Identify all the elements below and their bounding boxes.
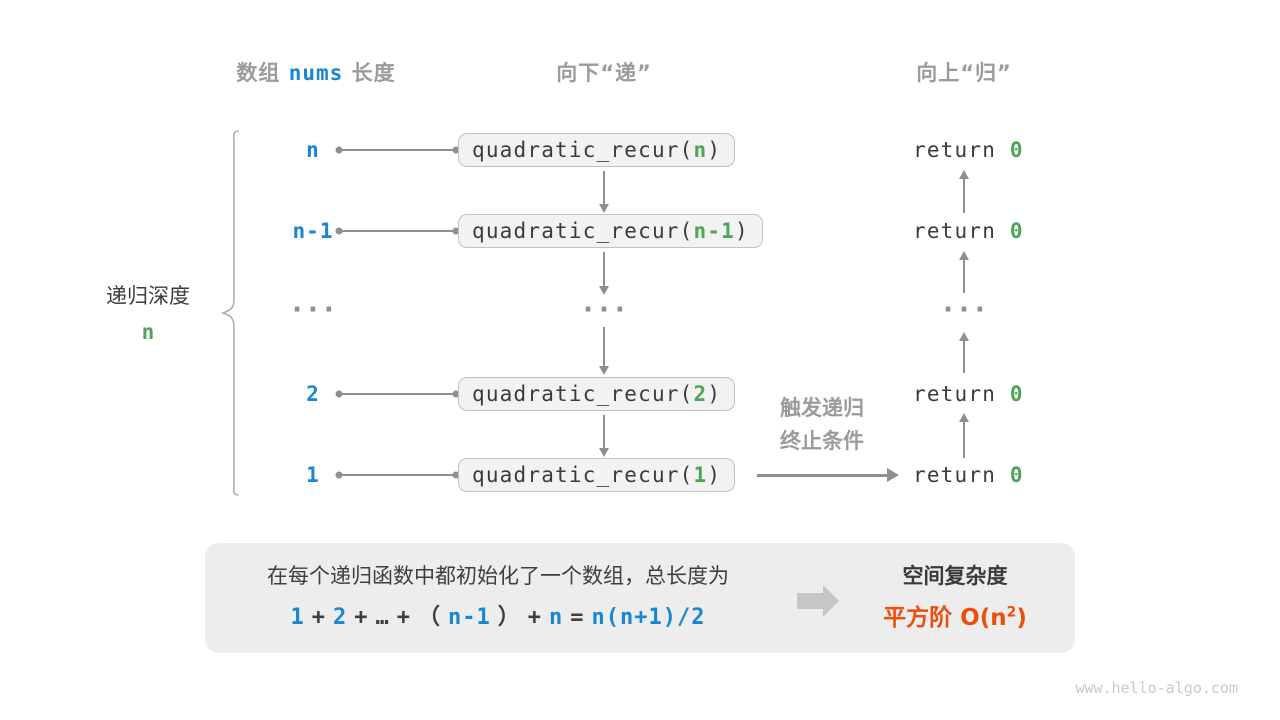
call-name: quadratic_recur( bbox=[472, 382, 694, 406]
implies-arrow-shaft bbox=[797, 593, 823, 609]
formula-token: + bbox=[527, 605, 543, 630]
return-2: return 0 bbox=[913, 382, 1024, 406]
up-arrow-icon bbox=[962, 260, 966, 293]
space-complexity-post: ) bbox=[1016, 605, 1027, 631]
space-complexity-title: 空间复杂度 bbox=[902, 564, 1008, 588]
header-array-length: 数组 nums 长度 bbox=[236, 57, 395, 87]
down-arrow-icon bbox=[602, 327, 606, 366]
return-value: 0 bbox=[1009, 382, 1024, 406]
space-complexity-exponent: 2 bbox=[1006, 604, 1017, 621]
call-close: ) bbox=[707, 463, 722, 487]
depth-1: 1 bbox=[306, 463, 320, 487]
base-case-label-line2: 终止条件 bbox=[780, 429, 864, 453]
implies-arrow-head bbox=[823, 585, 839, 617]
call-close: ) bbox=[707, 382, 722, 406]
call-box-n-1: quadratic_recur(n-1) bbox=[458, 214, 763, 248]
depth-n-1: n-1 bbox=[292, 219, 334, 243]
base-case-label: 触发递归 终止条件 bbox=[780, 392, 864, 458]
connector-line bbox=[339, 230, 456, 232]
return-n: return 0 bbox=[913, 138, 1024, 162]
connector-line bbox=[339, 393, 456, 395]
formula-token: （ bbox=[418, 605, 442, 630]
return-value: 0 bbox=[1009, 138, 1024, 162]
call-arg: 1 bbox=[693, 463, 708, 487]
call-name: quadratic_recur( bbox=[472, 219, 694, 243]
formula-token: n-1 bbox=[448, 605, 491, 630]
depth-brace bbox=[221, 130, 239, 496]
depth-n: n bbox=[306, 138, 320, 162]
watermark: www.hello-algo.com bbox=[1075, 679, 1238, 697]
formula-token: … bbox=[375, 605, 390, 630]
formula-token: ） bbox=[497, 605, 521, 630]
call-box-1: quadratic_recur(1) bbox=[458, 458, 736, 492]
call-arg: n-1 bbox=[693, 219, 736, 243]
space-complexity-pre: 平方阶 O(n bbox=[883, 605, 1007, 631]
down-arrow-icon bbox=[602, 415, 606, 448]
header-array-post: 长度 bbox=[351, 61, 396, 85]
ellipsis-depth: ··· bbox=[292, 295, 340, 325]
formula-token: 2 bbox=[333, 605, 348, 630]
formula-token: + bbox=[396, 605, 411, 630]
formula-token: = bbox=[570, 605, 585, 630]
down-arrow-icon bbox=[602, 252, 606, 286]
base-case-label-line1: 触发递归 bbox=[780, 396, 864, 420]
summary-description: 在每个递归函数中都初始化了一个数组，总长度为 bbox=[267, 564, 729, 588]
return-keyword: return bbox=[913, 463, 1010, 487]
implies-arrow-icon bbox=[797, 585, 839, 617]
header-downward-recurse: 向下“递” bbox=[556, 61, 652, 85]
up-arrow-icon bbox=[962, 179, 966, 213]
call-arg: n bbox=[693, 138, 708, 162]
call-box-n: quadratic_recur(n) bbox=[458, 133, 736, 167]
depth-2: 2 bbox=[306, 382, 320, 406]
header-upward-return: 向上“归” bbox=[916, 61, 1012, 85]
return-keyword: return bbox=[913, 219, 1010, 243]
down-arrow-icon bbox=[602, 171, 606, 204]
return-value: 0 bbox=[1009, 463, 1024, 487]
formula-token: n(n+1)/2 bbox=[591, 605, 706, 630]
recursion-depth-value: n bbox=[141, 320, 155, 344]
base-case-arrow-icon bbox=[757, 473, 887, 477]
summary-formula: 1+2+…+（n-1）+n=n(n+1)/2 bbox=[205, 599, 791, 631]
return-keyword: return bbox=[913, 138, 1010, 162]
return-1: return 0 bbox=[913, 463, 1024, 487]
header-array-pre: 数组 bbox=[236, 61, 281, 85]
return-value: 0 bbox=[1009, 219, 1024, 243]
return-n-1: return 0 bbox=[913, 219, 1024, 243]
return-keyword: return bbox=[913, 382, 1010, 406]
formula-token: n bbox=[549, 605, 564, 630]
up-arrow-icon bbox=[962, 341, 966, 373]
call-name: quadratic_recur( bbox=[472, 138, 694, 162]
call-name: quadratic_recur( bbox=[472, 463, 694, 487]
space-complexity-value: 平方阶 O(n2) bbox=[845, 598, 1065, 632]
ellipsis-returns: ··· bbox=[943, 295, 991, 325]
call-close: ) bbox=[735, 219, 749, 243]
formula-token: + bbox=[354, 605, 369, 630]
call-box-2: quadratic_recur(2) bbox=[458, 377, 736, 411]
summary-panel: 在每个递归函数中都初始化了一个数组，总长度为 1+2+…+（n-1）+n=n(n… bbox=[205, 543, 1075, 653]
header-array-code: nums bbox=[288, 61, 344, 85]
formula-token: 1 bbox=[290, 605, 305, 630]
recursion-depth-label: 递归深度 bbox=[106, 284, 190, 308]
ellipsis-calls: ··· bbox=[583, 295, 631, 325]
connector-line bbox=[339, 474, 456, 476]
call-close: ) bbox=[707, 138, 722, 162]
connector-line bbox=[339, 149, 456, 151]
call-arg: 2 bbox=[693, 382, 708, 406]
formula-token: + bbox=[311, 605, 326, 630]
up-arrow-icon bbox=[962, 422, 966, 458]
